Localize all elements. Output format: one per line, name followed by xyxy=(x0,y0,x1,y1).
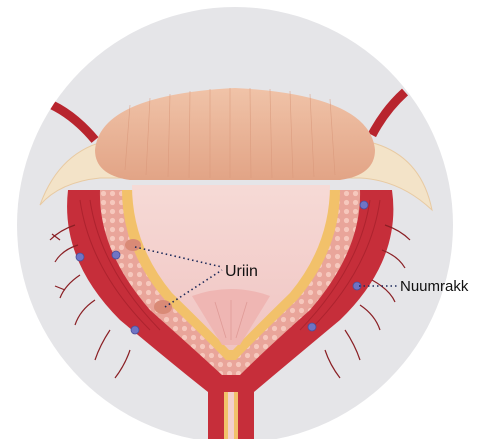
urine-deposit-lower xyxy=(154,300,172,314)
label-nerve-cell: Nuumrakk xyxy=(400,278,469,295)
label-urine: Uriin xyxy=(225,263,258,280)
urine-deposit-upper xyxy=(125,239,141,251)
